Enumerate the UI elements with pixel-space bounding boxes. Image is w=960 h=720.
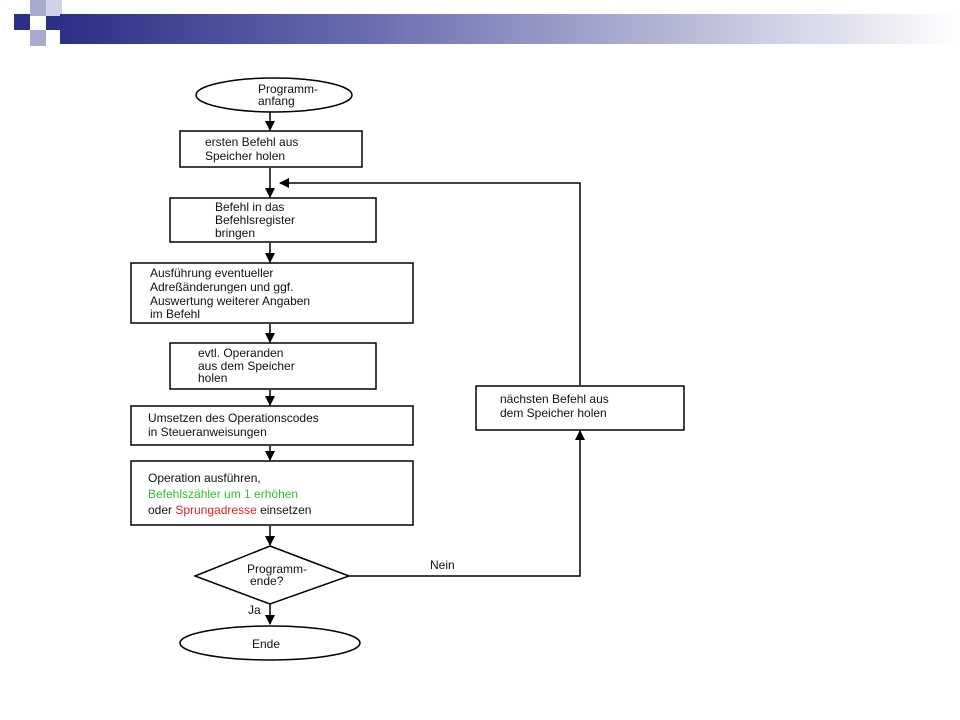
- step4-label-2: aus dem Speicher: [198, 359, 295, 373]
- step2-label-1: Befehl in das: [215, 200, 284, 214]
- header-square-light-2: [30, 30, 46, 46]
- decision-diamond: [192, 545, 352, 605]
- step2-label-2: Befehlsregister: [215, 213, 295, 227]
- step4-box: [169, 342, 377, 390]
- step3-label-4: im Befehl: [150, 307, 200, 321]
- step6-label-3: oder Sprungadresse einsetzen: [148, 503, 311, 517]
- step3-label-3: Auswertung weiterer Angaben: [150, 294, 310, 308]
- step4-label-1: evtl. Operanden: [198, 346, 283, 360]
- step6-label-3c: einsetzen: [257, 503, 312, 517]
- start-terminal: [195, 77, 353, 113]
- step3-label-1: Ausführung eventueller: [150, 266, 273, 280]
- step6-label-1: Operation ausführen,: [148, 471, 261, 485]
- start-label-1: Programm-: [258, 82, 318, 96]
- step6-label-3a: oder: [148, 503, 175, 517]
- step1-label-1: ersten Befehl aus: [205, 135, 298, 149]
- step4-label-3: holen: [198, 371, 227, 385]
- decision-label-2: ende?: [250, 574, 284, 588]
- end-terminal: [179, 625, 361, 661]
- loop-step-label-1: nächsten Befehl aus: [500, 392, 609, 406]
- step2-box: [169, 197, 377, 243]
- header-square-light-1: [30, 0, 46, 16]
- arrow-decision-loop: [349, 430, 585, 577]
- yes-label: Ja: [248, 603, 261, 617]
- step6-box: [130, 460, 414, 526]
- decision-label-1: Programm-: [247, 562, 307, 576]
- step1-label-2: Speicher holen: [205, 149, 285, 163]
- end-label: Ende: [252, 637, 280, 651]
- start-label-2: anfang: [258, 94, 295, 108]
- loop-step-box: [475, 385, 685, 431]
- header-square-dark-1: [14, 14, 30, 30]
- step5-label-1: Umsetzen des Operationscodes: [148, 411, 319, 425]
- step5-box: [130, 405, 414, 446]
- header-square-dark-2: [46, 14, 62, 30]
- loop-step-label-2: dem Speicher holen: [500, 406, 607, 420]
- step1-box: [179, 130, 363, 168]
- header-gradient-bar: [60, 14, 960, 44]
- no-label: Nein: [430, 558, 455, 572]
- step3-label-2: Adreßänderungen und ggf.: [150, 280, 293, 294]
- step6-label-3b: Sprungadresse: [175, 503, 257, 517]
- connectors: [265, 112, 585, 625]
- step3-box: [130, 262, 414, 324]
- header-square-light-3: [46, 0, 62, 16]
- step5-label-2: in Steueranweisungen: [148, 425, 267, 439]
- arrow-loop-step2: [279, 178, 581, 385]
- step2-label-3: bringen: [215, 226, 255, 240]
- step6-label-2: Befehlszähler um 1 erhöhen: [148, 487, 298, 501]
